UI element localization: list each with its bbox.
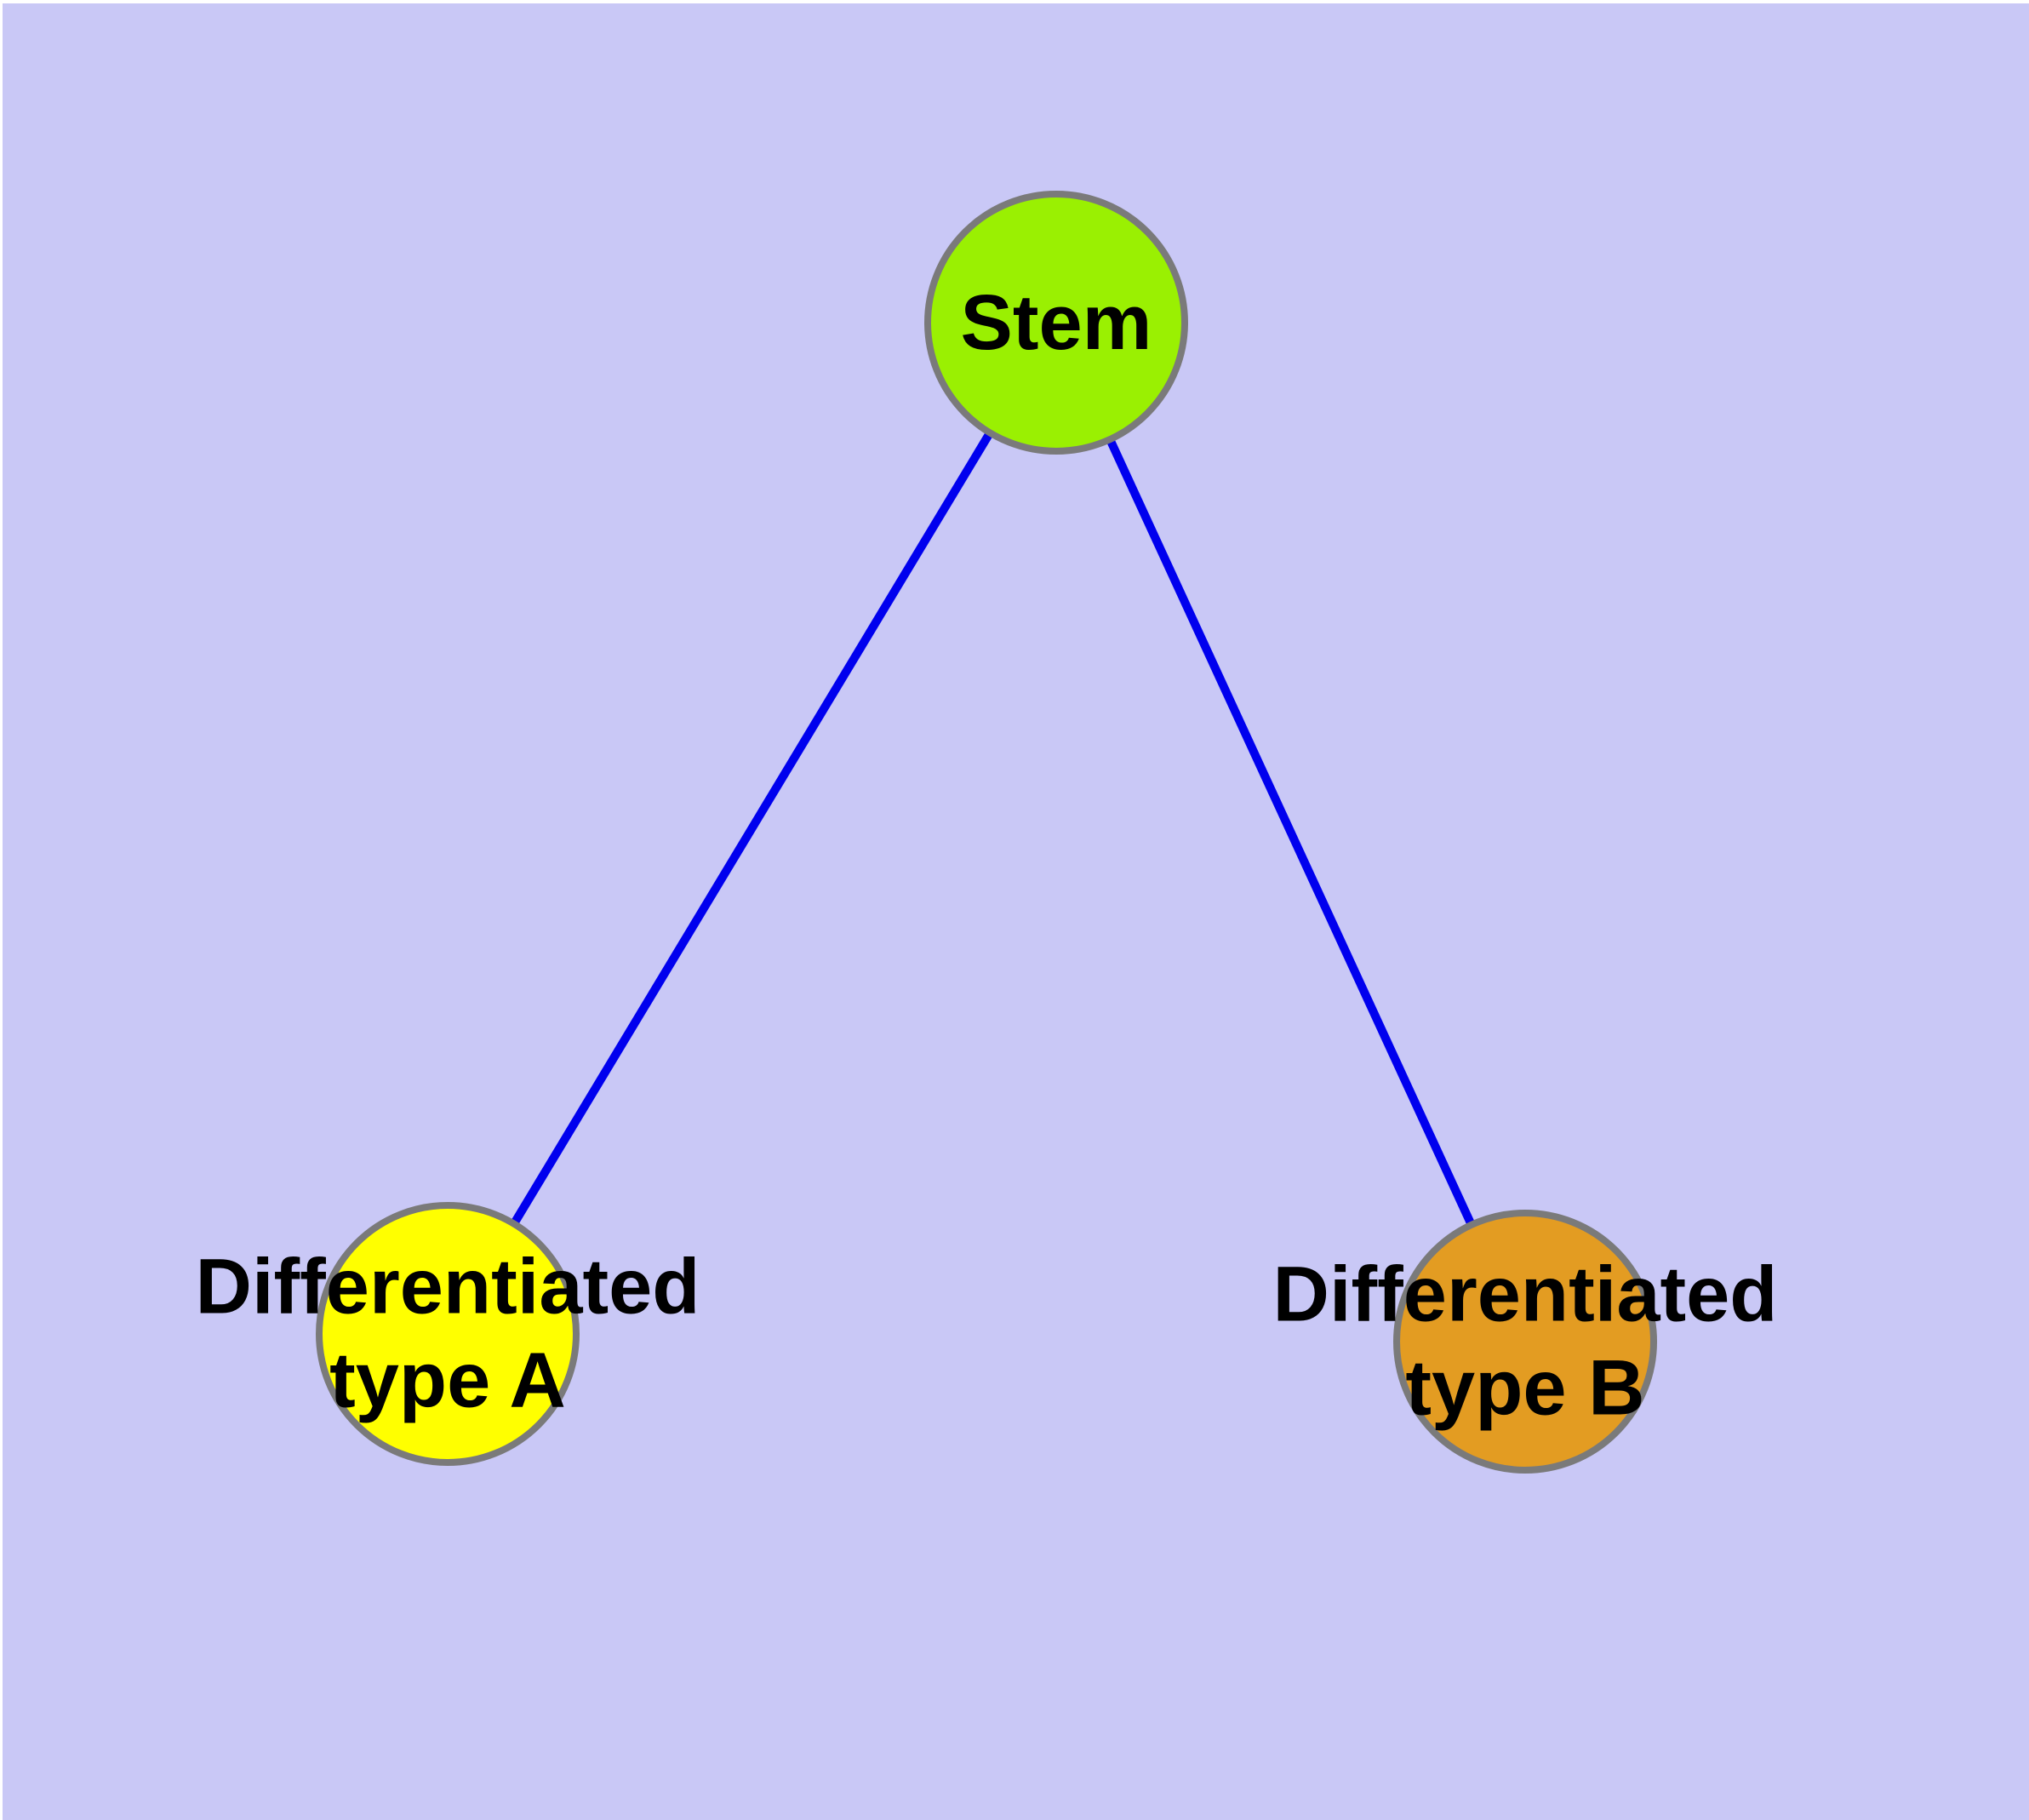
graph-svg xyxy=(316,191,1657,1474)
edge-stem-type-a xyxy=(443,320,1060,1336)
node-circle-stem xyxy=(924,191,1188,455)
diagram-canvas: Stem Differentiated type A Differentiate… xyxy=(3,3,2029,1820)
node-circle-type-b xyxy=(1393,1210,1657,1474)
edge-stem-type-b xyxy=(1052,320,1529,1344)
node-circle-type-a xyxy=(316,1202,580,1466)
